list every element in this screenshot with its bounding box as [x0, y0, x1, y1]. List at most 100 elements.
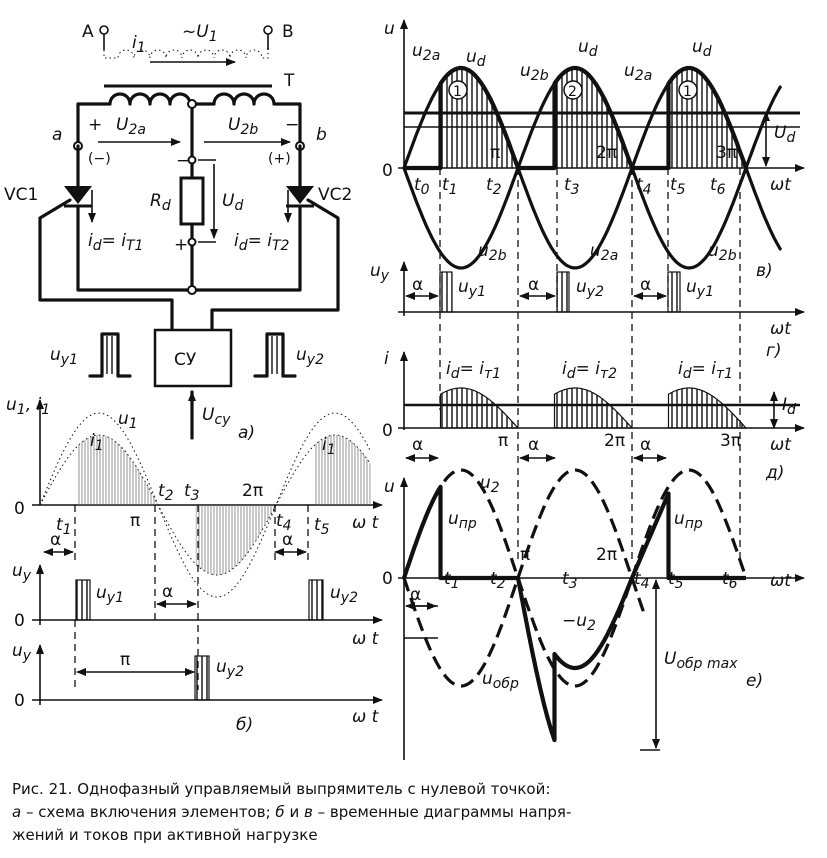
- thyristor-vc1: [64, 186, 92, 204]
- svg-text:0: 0: [14, 611, 25, 631]
- svg-text:0: 0: [382, 161, 393, 181]
- svg-text:0: 0: [382, 421, 393, 441]
- svg-text:t6: t6: [710, 175, 726, 198]
- i1-label-right: i1: [322, 435, 336, 458]
- svg-text:ωt: ωt: [770, 571, 792, 591]
- node-b-lower: b: [316, 125, 327, 145]
- svg-text:t4: t4: [634, 569, 650, 592]
- panel-a-label: а): [238, 423, 255, 443]
- pulse-uy2: [253, 332, 297, 378]
- u1-curve: [39, 412, 371, 598]
- svg-text:2π: 2π: [596, 143, 617, 163]
- gate-wire-vc2: [210, 198, 340, 332]
- svg-text:t1: t1: [444, 569, 460, 592]
- panel-e-diagram: u 0 ωt α Uобр max u2 uпр uпр −u2 uобр t1…: [382, 468, 805, 760]
- svg-text:α: α: [410, 585, 421, 605]
- svg-text:uy2: uy2: [330, 583, 358, 606]
- source-label: ~U1: [182, 22, 218, 45]
- svg-text:uобр: uобр: [482, 669, 519, 692]
- node-a-label: A: [82, 22, 94, 42]
- svg-text:u2b: u2b: [478, 241, 507, 264]
- svg-text:2: 2: [568, 84, 577, 100]
- i1-label: i1: [90, 431, 104, 454]
- svg-text:α: α: [162, 582, 173, 602]
- svg-text:u: u: [384, 19, 395, 39]
- u2a-label: U2a: [116, 115, 146, 138]
- ud-curve: [404, 65, 748, 171]
- svg-text:t3: t3: [564, 175, 580, 198]
- svg-text:ω t: ω t: [352, 707, 380, 727]
- svg-text:t3: t3: [184, 481, 200, 504]
- u1-label: u1: [118, 409, 138, 432]
- pulse-uy2-b: [308, 579, 324, 621]
- ud-dc-label: Ud: [774, 123, 795, 146]
- svg-text:uy2: uy2: [576, 277, 604, 300]
- svg-text:α: α: [640, 435, 651, 455]
- svg-text:α: α: [282, 530, 293, 550]
- svg-text:π: π: [520, 545, 530, 565]
- svg-text:π: π: [120, 650, 130, 670]
- primary-winding: [103, 49, 269, 59]
- svg-text:id= iт2: id= iт2: [562, 359, 617, 382]
- svg-text:ud: ud: [578, 37, 598, 60]
- primary-current-label: i1: [132, 33, 146, 56]
- panel-b-ylabel: u1, i1: [6, 395, 50, 418]
- svg-text:2π: 2π: [596, 545, 617, 565]
- svg-text:u2: u2: [480, 473, 500, 496]
- svg-text:π: π: [130, 511, 140, 531]
- svg-text:α: α: [640, 275, 651, 295]
- secondary-winding: [76, 92, 302, 148]
- node-a-lower: a: [52, 125, 62, 145]
- svg-text:uy1: uy1: [458, 277, 486, 300]
- svg-text:t5: t5: [314, 515, 330, 538]
- ud-label-circuit: Ud: [222, 191, 243, 214]
- vc2-label: VC2: [318, 185, 352, 205]
- svg-text:ud: ud: [466, 47, 486, 70]
- i1-curve: [39, 434, 371, 576]
- svg-text:id= iт1: id= iт1: [446, 359, 501, 382]
- panel-v-diagram: u 0 ωt Ud 1 2 1 u2a ud u2b ud u2a ud u2b…: [382, 19, 805, 281]
- panel-e-label: е): [746, 671, 763, 691]
- panel-b-axis-wt: ω t: [352, 513, 380, 533]
- svg-text:t4: t4: [636, 175, 652, 198]
- svg-text:0: 0: [14, 499, 25, 519]
- svg-text:α: α: [50, 530, 61, 550]
- caption-line-2: а – схема включения элементов; б и в – в…: [12, 803, 572, 821]
- svg-text:t1: t1: [442, 175, 458, 198]
- node-b-label: B: [282, 22, 294, 42]
- panel-d-label: д): [765, 463, 784, 483]
- pulse-uy2-b2: [194, 655, 210, 701]
- svg-text:2π: 2π: [242, 481, 263, 501]
- gate-wire-vc1: [38, 198, 174, 332]
- svg-text:uy1: uy1: [96, 583, 124, 606]
- svg-text:uy1: uy1: [686, 277, 714, 300]
- control-unit: [153, 328, 233, 388]
- svg-text:ωt: ωt: [770, 175, 792, 195]
- svg-text:t5: t5: [670, 175, 686, 198]
- svg-text:t2: t2: [158, 481, 174, 504]
- svg-text:u2a: u2a: [412, 41, 440, 64]
- svg-text:π: π: [490, 143, 500, 163]
- pulse-uy1-b: [75, 579, 91, 621]
- svg-text:uy: uy: [12, 561, 32, 584]
- svg-text:3π: 3π: [716, 143, 737, 163]
- rectifier-figure: A B ~U1 i1 T a b U2a U2b + − (−) (+): [4, 19, 805, 760]
- thyristor-vc2: [286, 186, 314, 204]
- circuit-diagram: A B ~U1 i1 T a b U2a U2b + − (−) (+): [4, 22, 352, 443]
- plus-a: +: [88, 115, 102, 135]
- caption-line-3: жений и токов при активной нагрузке: [12, 826, 318, 844]
- svg-text:t3: t3: [562, 569, 578, 592]
- panel-d-diagram: i 0 ωt Id id= iт1 id= iт2 id= iт1 π 2π 3…: [382, 349, 805, 483]
- svg-text:uy2: uy2: [216, 657, 244, 680]
- svg-text:1: 1: [683, 84, 692, 100]
- svg-text:t2: t2: [486, 175, 502, 198]
- thyristor-voltage-curve: [402, 484, 746, 743]
- minus-b: −: [285, 115, 299, 135]
- caption-line-1: Рис. 21. Однофазный управляемый выпрямит…: [12, 780, 551, 798]
- svg-text:uпр: uпр: [448, 509, 477, 532]
- svg-text:u2a: u2a: [590, 241, 618, 264]
- terminal-a: [99, 25, 109, 35]
- panel-b-diagrams: u1, i1 0 ω t u1 i1 i1 t1 π t2 t3 2π t4 t…: [6, 395, 383, 735]
- svg-text:t1: t1: [56, 515, 72, 538]
- svg-text:α: α: [528, 275, 539, 295]
